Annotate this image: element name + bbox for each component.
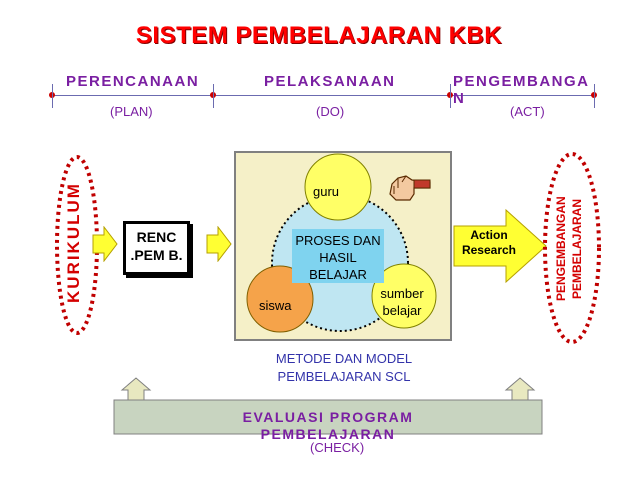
arrow-right-icon	[92, 226, 118, 262]
timeline-tick	[450, 84, 451, 108]
kurikulum-label: KURIKULUM	[64, 182, 83, 304]
guru-label: guru	[313, 184, 340, 199]
phase-act-sub: (ACT)	[510, 104, 545, 119]
timeline-tick	[594, 84, 595, 108]
page-title: SISTEM PEMBELAJARAN KBK	[135, 22, 503, 49]
check-label: (CHECK)	[310, 440, 365, 455]
pengembangan-ellipse	[543, 152, 601, 344]
timeline-tick	[213, 84, 214, 108]
timeline-line	[52, 95, 596, 96]
evaluasi-bar	[113, 377, 543, 435]
sumber-belajar-label: sumber belajar	[380, 286, 424, 318]
action-research-arrow	[453, 208, 547, 284]
phase-act-label: PENGEMBANGA N	[453, 73, 589, 107]
pengembangan-label: PENGEMBANGAN PEMBELAJARAN	[554, 196, 584, 302]
proses-hasil-belajar-box: PROSES DAN HASIL BELAJAR	[292, 229, 384, 283]
phase-do-label: PELAKSANAAN	[264, 73, 396, 90]
evaluasi-label: EVALUASI PROGRAM PEMBELAJARAN	[242, 409, 414, 442]
renc-pemb-box: RENC .PEM B.	[123, 221, 190, 275]
phase-do-sub: (DO)	[316, 104, 345, 119]
action-research-label: Action Research	[461, 228, 517, 257]
siswa-label: siswa	[259, 298, 292, 313]
pointing-hand-icon	[389, 175, 431, 201]
phase-plan-label: PERENCANAAN	[66, 73, 200, 90]
arrow-right-icon	[206, 226, 232, 262]
metode-label: METODE DAN MODEL PEMBELAJARAN SCL	[275, 351, 413, 384]
phase-plan-sub: (PLAN)	[110, 104, 153, 119]
timeline-tick	[52, 84, 53, 108]
